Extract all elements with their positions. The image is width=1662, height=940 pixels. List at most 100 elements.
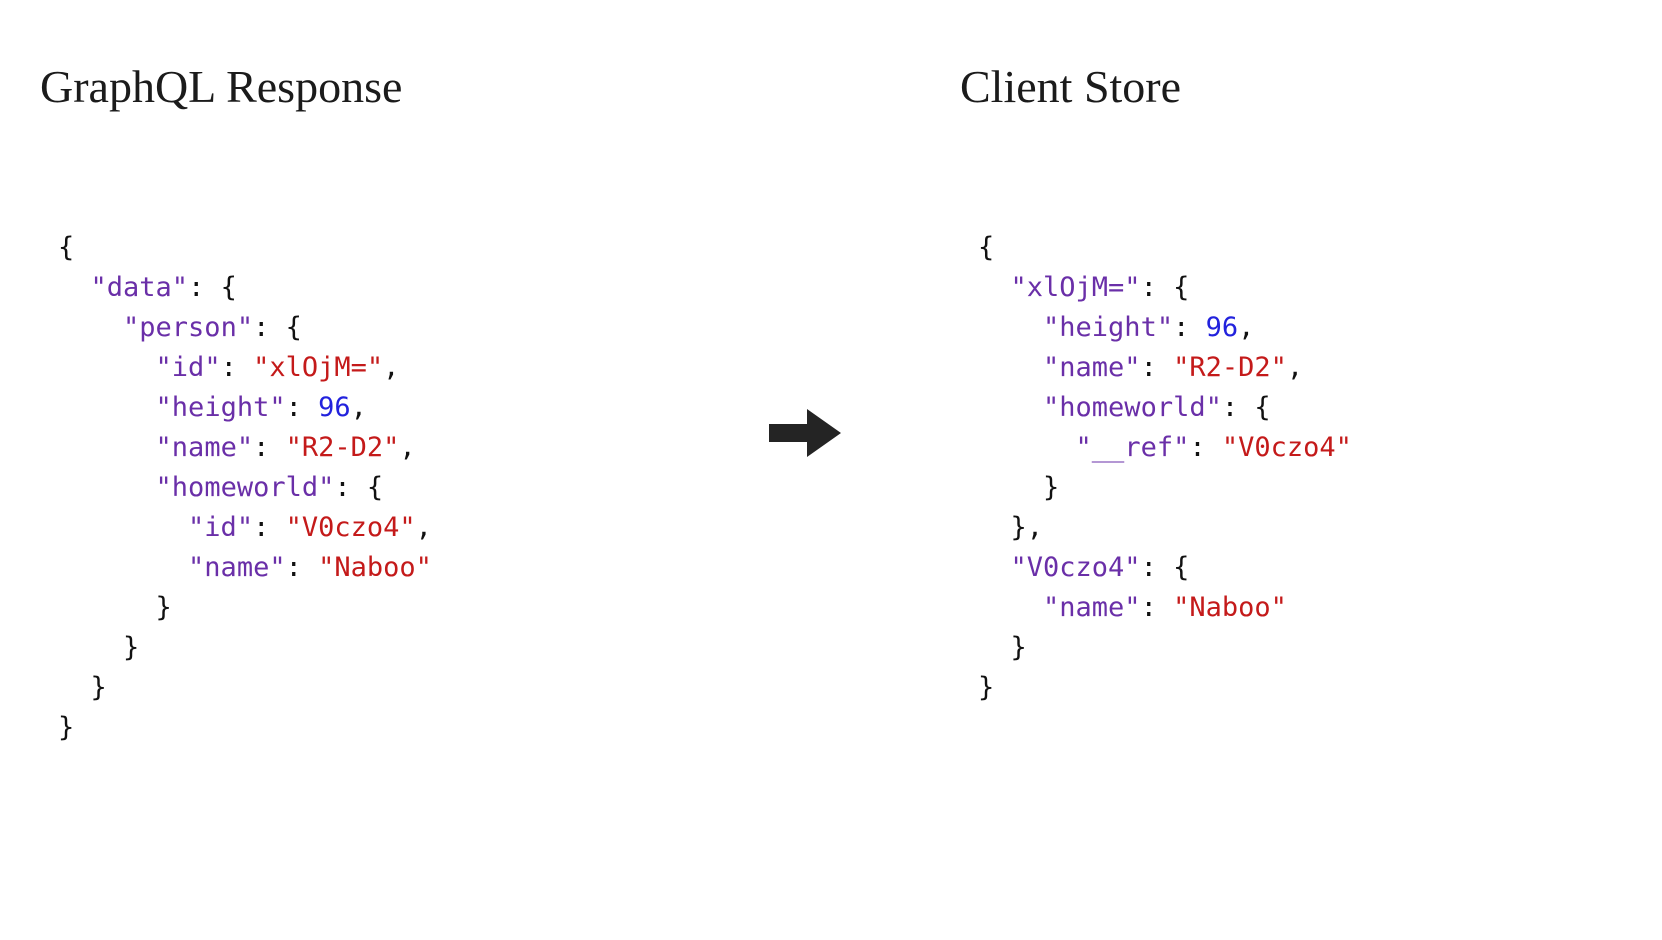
- token-punct: [58, 512, 188, 543]
- token-key: "name": [1043, 592, 1141, 623]
- code-line: }: [978, 668, 1352, 708]
- token-punct: ,: [415, 512, 432, 543]
- token-number: 96: [318, 392, 351, 423]
- token-string: "R2-D2": [1173, 352, 1287, 383]
- right-arrow-icon: [769, 409, 841, 457]
- token-string: "xlOjM=": [253, 352, 384, 383]
- token-punct: :: [285, 552, 319, 583]
- code-line: }: [978, 468, 1352, 508]
- code-line: }: [978, 628, 1352, 668]
- token-punct: [978, 312, 1043, 343]
- token-key: "person": [123, 312, 254, 343]
- token-key: "name": [188, 552, 286, 583]
- token-string: "R2-D2": [285, 432, 400, 463]
- code-line: {: [978, 228, 1352, 268]
- token-key: "height": [1043, 312, 1174, 343]
- token-string: "Naboo": [318, 552, 432, 583]
- token-punct: : {: [253, 312, 302, 343]
- token-punct: :: [285, 392, 319, 423]
- token-key: "name": [155, 432, 254, 463]
- code-line: "height": 96,: [978, 308, 1352, 348]
- token-punct: [58, 272, 91, 303]
- token-punct: [978, 552, 1011, 583]
- token-string: "V0czo4": [285, 512, 416, 543]
- token-punct: :: [220, 352, 254, 383]
- token-key: "id": [155, 352, 221, 383]
- token-punct: [58, 432, 156, 463]
- token-key: "height": [155, 392, 286, 423]
- token-punct: [58, 312, 123, 343]
- token-punct: ,: [1238, 312, 1255, 343]
- token-punct: ,: [399, 432, 416, 463]
- token-punct: {: [978, 232, 995, 263]
- token-punct: :: [1173, 312, 1206, 343]
- token-punct: }: [58, 592, 172, 623]
- client-store-code: { "xlOjM=": { "height": 96, "name": "R2-…: [978, 228, 1352, 708]
- token-punct: [58, 352, 156, 383]
- code-line: }: [58, 708, 432, 748]
- token-key: "homeworld": [1043, 392, 1222, 423]
- token-punct: [978, 592, 1043, 623]
- token-punct: }: [978, 472, 1060, 503]
- token-punct: },: [978, 512, 1044, 543]
- token-punct: }: [978, 672, 995, 703]
- code-line: }: [58, 628, 432, 668]
- token-punct: {: [58, 232, 75, 263]
- token-punct: :: [253, 432, 286, 463]
- token-punct: }: [978, 632, 1027, 663]
- token-key: "__ref": [1075, 432, 1190, 463]
- token-key: "xlOjM=": [1010, 272, 1141, 303]
- token-punct: :: [1189, 432, 1222, 463]
- token-punct: : {: [334, 472, 384, 503]
- code-line: "data": {: [58, 268, 432, 308]
- token-punct: [978, 352, 1043, 383]
- token-punct: [978, 432, 1076, 463]
- code-line: "V0czo4": {: [978, 548, 1352, 588]
- token-punct: [978, 272, 1011, 303]
- token-punct: : {: [1221, 392, 1271, 423]
- client-store-title: Client Store: [960, 61, 1182, 112]
- code-line: "name": "R2-D2",: [58, 428, 432, 468]
- token-punct: :: [1140, 592, 1174, 623]
- token-punct: [58, 472, 156, 503]
- token-key: "V0czo4": [1010, 552, 1141, 583]
- code-line: "homeworld": {: [978, 388, 1352, 428]
- graphql-response-code: { "data": { "person": { "id": "xlOjM=", …: [58, 228, 432, 748]
- token-punct: }: [58, 672, 107, 703]
- code-line: },: [978, 508, 1352, 548]
- graphql-response-title: GraphQL Response: [40, 61, 403, 112]
- code-line: "xlOjM=": {: [978, 268, 1352, 308]
- token-punct: : {: [188, 272, 237, 303]
- code-line: }: [58, 588, 432, 628]
- code-line: "id": "xlOjM=",: [58, 348, 432, 388]
- right-arrow-glyph: [769, 409, 841, 457]
- code-line: "homeworld": {: [58, 468, 432, 508]
- code-line: }: [58, 668, 432, 708]
- token-punct: [58, 392, 156, 423]
- code-line: "name": "R2-D2",: [978, 348, 1352, 388]
- token-key: "data": [90, 272, 189, 303]
- code-line: "__ref": "V0czo4": [978, 428, 1352, 468]
- code-line: {: [58, 228, 432, 268]
- token-key: "name": [1043, 352, 1141, 383]
- token-punct: }: [58, 632, 140, 663]
- token-punct: :: [253, 512, 286, 543]
- token-punct: : {: [1140, 272, 1190, 303]
- code-line: "height": 96,: [58, 388, 432, 428]
- token-punct: : {: [1140, 552, 1190, 583]
- code-line: "name": "Naboo": [58, 548, 432, 588]
- token-number: 96: [1205, 312, 1239, 343]
- code-line: "person": {: [58, 308, 432, 348]
- token-string: "Naboo": [1173, 592, 1287, 623]
- token-punct: :: [1140, 352, 1174, 383]
- token-punct: [978, 392, 1043, 423]
- token-key: "id": [188, 512, 254, 543]
- token-punct: ,: [1286, 352, 1304, 383]
- code-line: "id": "V0czo4",: [58, 508, 432, 548]
- code-line: "name": "Naboo": [978, 588, 1352, 628]
- token-punct: ,: [350, 392, 367, 423]
- token-key: "homeworld": [155, 472, 335, 503]
- token-punct: ,: [383, 352, 400, 383]
- token-string: "V0czo4": [1221, 432, 1352, 463]
